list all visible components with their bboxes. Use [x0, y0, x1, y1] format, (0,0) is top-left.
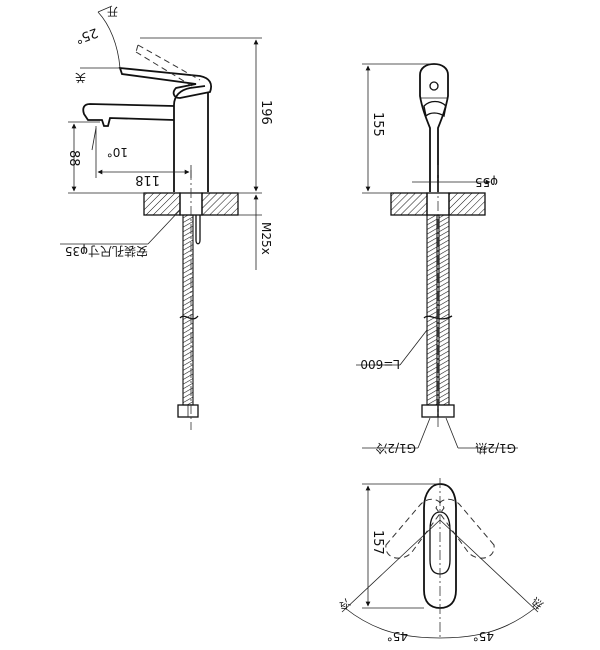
top-lever-inner	[429, 511, 451, 575]
front-length-leader	[399, 329, 428, 366]
front-hose-left	[426, 214, 438, 406]
top-right-ray	[439, 519, 539, 613]
side-hose-break	[179, 315, 199, 320]
top-view: 157 45° 45° 冷 热	[336, 478, 546, 643]
top-left-angle: 45°	[387, 629, 408, 643]
side-open-arc	[97, 11, 121, 69]
front-nut-left	[421, 404, 439, 418]
front-height-dim: 155	[370, 112, 385, 137]
side-spout	[82, 103, 175, 127]
front-cold-leader	[417, 417, 431, 449]
side-open-leader	[97, 5, 113, 13]
front-nut-right	[437, 404, 455, 418]
front-hose-break	[423, 315, 453, 320]
front-base-dim: φ55	[475, 175, 498, 189]
top-lever-hot-position	[435, 498, 495, 559]
front-base-right	[448, 192, 486, 216]
side-lever-open-position	[135, 44, 201, 87]
side-spout-angle-line	[91, 127, 97, 151]
side-base-left	[143, 192, 181, 216]
front-hose-length: L=600	[360, 357, 400, 371]
side-hole-note: 安装孔尺寸φ35	[65, 244, 148, 259]
side-view: 开 25° 关 196 88 10° 118 M25x 安装孔尺寸φ35	[60, 5, 273, 430]
top-left-ray	[341, 519, 441, 613]
front-cold-inlet: G1/2冷	[375, 441, 416, 455]
front-lever-edge	[423, 100, 447, 118]
side-spout-height-dim: 88	[66, 150, 81, 167]
front-logo-dot	[429, 81, 439, 91]
front-hot-leader	[445, 417, 459, 449]
top-depth-dim: 157	[370, 530, 385, 555]
side-height-dim: 196	[258, 100, 273, 125]
top-angle-arc	[344, 607, 536, 639]
front-hot-inlet: G1/2热	[475, 441, 516, 455]
side-base-right	[201, 192, 239, 216]
side-hole-leader	[147, 209, 181, 245]
side-small-pipe	[195, 215, 201, 245]
top-lever-outline	[423, 483, 457, 609]
side-reach-dim: 118	[135, 172, 160, 187]
top-cold-label: 冷	[336, 596, 353, 613]
top-hot-label: 热	[529, 595, 546, 612]
front-body-outline	[419, 63, 449, 192]
front-hose-right	[438, 214, 450, 406]
side-close-label: 关	[75, 71, 86, 85]
front-base-left	[390, 192, 428, 216]
top-right-angle: 45°	[473, 629, 494, 643]
front-view: 155 φ55 L=600 G1/2冷 G1/2热	[356, 63, 518, 455]
side-open-label: 开	[107, 5, 118, 18]
side-tilt-angle: 25°	[73, 24, 100, 46]
side-lever-handle	[118, 66, 213, 99]
side-thread-dim: M25x	[259, 222, 273, 255]
top-lever-cold-position	[385, 498, 445, 559]
side-hose	[182, 214, 194, 406]
side-spout-angle: 10°	[107, 145, 128, 159]
